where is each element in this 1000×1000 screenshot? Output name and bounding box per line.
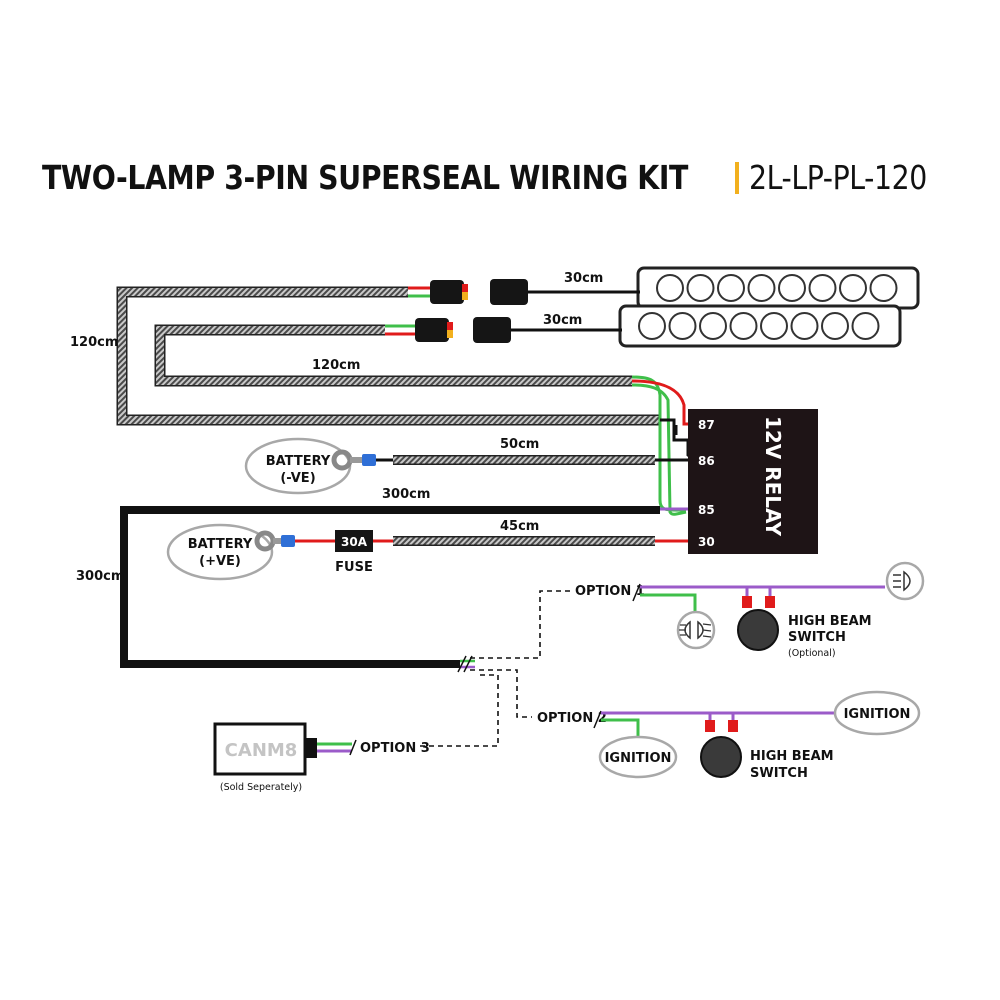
title-code: 2L-LP-PL-120 <box>749 158 927 197</box>
relay-pin-85: 85 <box>698 503 715 517</box>
ring-terminal-icon <box>331 449 393 471</box>
option1-note: (Optional) <box>788 648 836 659</box>
led-pod <box>778 274 806 302</box>
ignition-left-bubble <box>598 735 678 779</box>
option3-label: OPTION 3 <box>360 741 430 756</box>
push-switch-icon <box>700 720 742 778</box>
superseal-socket-2 <box>473 317 511 343</box>
option1-switch-line2: SWITCH <box>788 630 846 645</box>
led-pod <box>717 274 745 302</box>
led-pod <box>638 312 666 340</box>
length-inner: 120cm <box>312 358 360 373</box>
led-pod <box>760 312 788 340</box>
length-battery-pos: 45cm <box>500 519 539 534</box>
fuse-rating: 30A <box>341 535 368 549</box>
led-pod <box>839 274 867 302</box>
canm8-label: CANM8 <box>225 740 298 761</box>
battery-pos-line1: BATTERY <box>188 537 253 552</box>
superseal-plug-1 <box>430 280 468 304</box>
option1-label: OPTION 1 <box>575 584 645 599</box>
fuse: 30A <box>335 530 373 552</box>
superseal-socket-1 <box>490 279 528 305</box>
relay: 12V RELAY 87 86 85 30 <box>688 409 818 554</box>
led-pod <box>686 274 715 302</box>
led-pod <box>656 274 684 302</box>
low-beam-icon <box>676 610 716 650</box>
relay-label: 12V RELAY <box>761 416 785 537</box>
led-pod <box>808 274 837 302</box>
light-bar-2 <box>618 304 902 348</box>
battery-pos-line2: (+VE) <box>199 554 241 569</box>
led-pod <box>729 312 758 340</box>
led-pod <box>821 312 849 340</box>
option2-switch-line1: HIGH BEAM <box>750 749 834 764</box>
battery-neg-line2: (-VE) <box>280 471 315 486</box>
length-left-300: 300cm <box>76 569 124 584</box>
led-pod <box>869 274 898 302</box>
led-pod <box>747 274 776 302</box>
option-links <box>420 590 570 747</box>
option3-note: (Sold Seperately) <box>220 782 302 793</box>
fuse-label: FUSE <box>335 560 373 575</box>
battery-pos-bubble <box>166 523 274 581</box>
led-pod <box>790 312 819 340</box>
ring-terminal-icon <box>254 530 393 552</box>
title-main: TWO-LAMP 3-PIN SUPERSEAL WIRING KIT <box>42 158 688 197</box>
high-beam-icon <box>885 561 925 601</box>
diagram-title: TWO-LAMP 3-PIN SUPERSEAL WIRING KIT 2L-L… <box>42 158 962 208</box>
led-pod <box>668 312 697 340</box>
relay-pin-30: 30 <box>698 535 715 549</box>
led-pod <box>851 312 880 340</box>
trigger-loom <box>120 506 660 668</box>
push-switch-icon <box>737 596 779 651</box>
outer-loom <box>116 286 660 426</box>
option2-ignition-right: IGNITION <box>844 707 911 722</box>
light-bar-1 <box>636 266 920 310</box>
inner-loom <box>154 324 632 387</box>
option2-ignition-left: IGNITION <box>605 751 672 766</box>
ignition-right-bubble <box>833 690 921 736</box>
length-outer-left: 120cm <box>70 335 118 350</box>
superseal-plug-2 <box>415 318 453 342</box>
option2-label: OPTION 2 <box>537 711 607 726</box>
length-mid: 300cm <box>382 487 430 502</box>
title-separator <box>735 161 740 194</box>
length-lamp2: 30cm <box>543 313 582 328</box>
relay-pin-87: 87 <box>698 418 715 432</box>
canm8-module: CANM8 <box>213 722 357 776</box>
length-battery-neg: 50cm <box>500 437 539 452</box>
battery-neg-line1: BATTERY <box>266 454 331 469</box>
led-pod <box>699 312 727 340</box>
option2-switch-line2: SWITCH <box>750 766 808 781</box>
relay-pin-86: 86 <box>698 454 715 468</box>
option1-switch-line1: HIGH BEAM <box>788 614 872 629</box>
length-lamp1: 30cm <box>564 271 603 286</box>
